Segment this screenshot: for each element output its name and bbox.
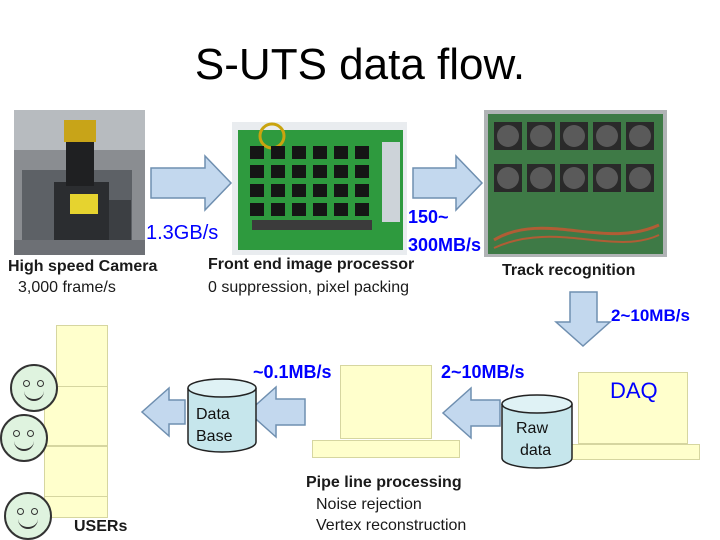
users-label: USERs bbox=[74, 518, 128, 535]
database-label-line1: Data bbox=[196, 406, 230, 423]
rawdata-label-line1: Raw bbox=[516, 420, 549, 437]
database-cylinder bbox=[187, 378, 257, 453]
user-computer-3 bbox=[44, 446, 108, 498]
camera-label: High speed Camera bbox=[8, 258, 158, 275]
track-board-photo bbox=[484, 110, 667, 257]
user-face-2-icon bbox=[0, 414, 48, 462]
track-rate: 2~10MB/s bbox=[611, 306, 690, 325]
user-face-3-icon bbox=[4, 492, 52, 540]
user-computer-4 bbox=[44, 496, 108, 518]
camera-rate: 1.3GB/s bbox=[146, 222, 219, 244]
user-face-1-icon bbox=[10, 364, 58, 412]
arrow-camera-to-frontend bbox=[150, 154, 233, 212]
page-title: S-UTS data flow. bbox=[194, 40, 526, 89]
user-computer-1 bbox=[56, 325, 108, 389]
pipeline-item-vertex: Vertex reconstruction bbox=[316, 517, 467, 534]
rawdata-cylinder bbox=[501, 394, 573, 469]
camera-photo bbox=[14, 110, 145, 255]
pipeline-computer-monitor bbox=[340, 365, 432, 439]
frontend-rate-line1: 150~ bbox=[408, 207, 449, 227]
arrow-track-to-daq bbox=[554, 291, 612, 348]
track-label: Track recognition bbox=[502, 262, 636, 279]
frontend-label: Front end image processor bbox=[208, 256, 415, 273]
database-rate: ~0.1MB/s bbox=[253, 362, 332, 382]
arrow-database-to-users bbox=[140, 386, 186, 438]
daq-label: DAQ bbox=[610, 378, 658, 403]
arrow-frontend-to-track bbox=[412, 154, 484, 212]
camera-framerate: 3,000 frame/s bbox=[18, 279, 116, 296]
frontend-rate-line2: 300MB/s bbox=[408, 235, 482, 255]
pipeline-title: Pipe line processing bbox=[306, 474, 462, 491]
daq-computer-base bbox=[570, 444, 700, 460]
pipeline-item-noise: Noise rejection bbox=[316, 496, 422, 513]
pipeline-rate: 2~10MB/s bbox=[441, 362, 525, 382]
database-label-line2: Base bbox=[196, 428, 233, 445]
frontend-sublabel: 0 suppression, pixel packing bbox=[208, 279, 410, 296]
rawdata-label-line2: data bbox=[520, 442, 552, 459]
frontend-board-photo bbox=[232, 122, 407, 255]
arrow-pipeline-to-database bbox=[246, 385, 306, 439]
arrow-rawdata-to-pipeline bbox=[441, 386, 501, 440]
pipeline-computer-base bbox=[312, 440, 460, 458]
daq-computer-monitor bbox=[578, 372, 688, 444]
